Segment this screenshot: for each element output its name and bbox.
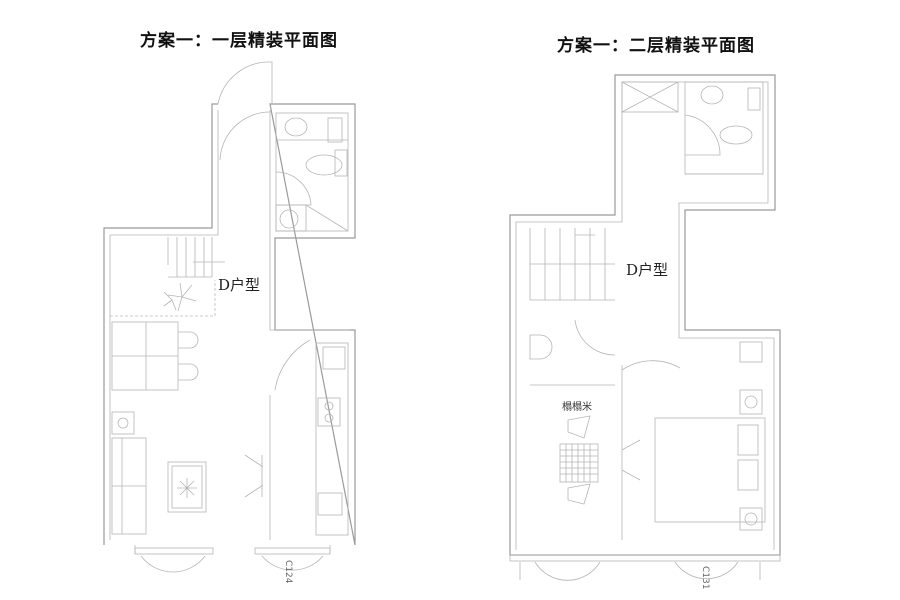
- plan-1-unit-label: D户型: [218, 276, 260, 294]
- plan-1-window-label: C124: [283, 560, 293, 584]
- coffee-table: [167, 461, 207, 513]
- toilet-icon: [719, 125, 753, 145]
- plan-1-drawing: D户型: [103, 61, 356, 584]
- stairs: [110, 237, 225, 317]
- sink-icon: [700, 85, 724, 105]
- bedroom: [621, 341, 766, 540]
- tatami-mat: [559, 443, 599, 483]
- kitchen: [269, 339, 349, 540]
- plan-1-outer-wall: [103, 103, 356, 546]
- living-room: [111, 411, 264, 535]
- plant-icon: [163, 282, 197, 312]
- plan-2-window-label: C131: [700, 566, 710, 589]
- plan-2-title: 方案一：二层精装平面图: [557, 36, 755, 56]
- plan-2-unit-label: D户型: [626, 261, 668, 279]
- entry-door: [217, 61, 273, 161]
- dining-table: [111, 321, 199, 391]
- stairs-2: [529, 228, 615, 301]
- balcony: [134, 545, 331, 573]
- plan-1-title: 方案一：一层精装平面图: [140, 31, 338, 51]
- sink-icon: [284, 117, 308, 137]
- plan-2-outer-wall: [509, 74, 781, 556]
- toilet-icon: [305, 154, 343, 176]
- void-area: [621, 81, 679, 113]
- bathroom-2: [684, 81, 764, 175]
- bed-icon: [654, 417, 766, 523]
- plan-2-room-label: 榻榻米: [562, 400, 592, 413]
- plan-2-drawing: D户型 榻榻米 C131: [509, 74, 781, 589]
- balcony-2: [509, 554, 781, 581]
- bathroom: [275, 112, 349, 232]
- washer-icon: [279, 209, 299, 229]
- tatami-room: [529, 319, 616, 505]
- kitchen-sink-icon: [317, 492, 343, 516]
- stove-icon: [317, 397, 341, 427]
